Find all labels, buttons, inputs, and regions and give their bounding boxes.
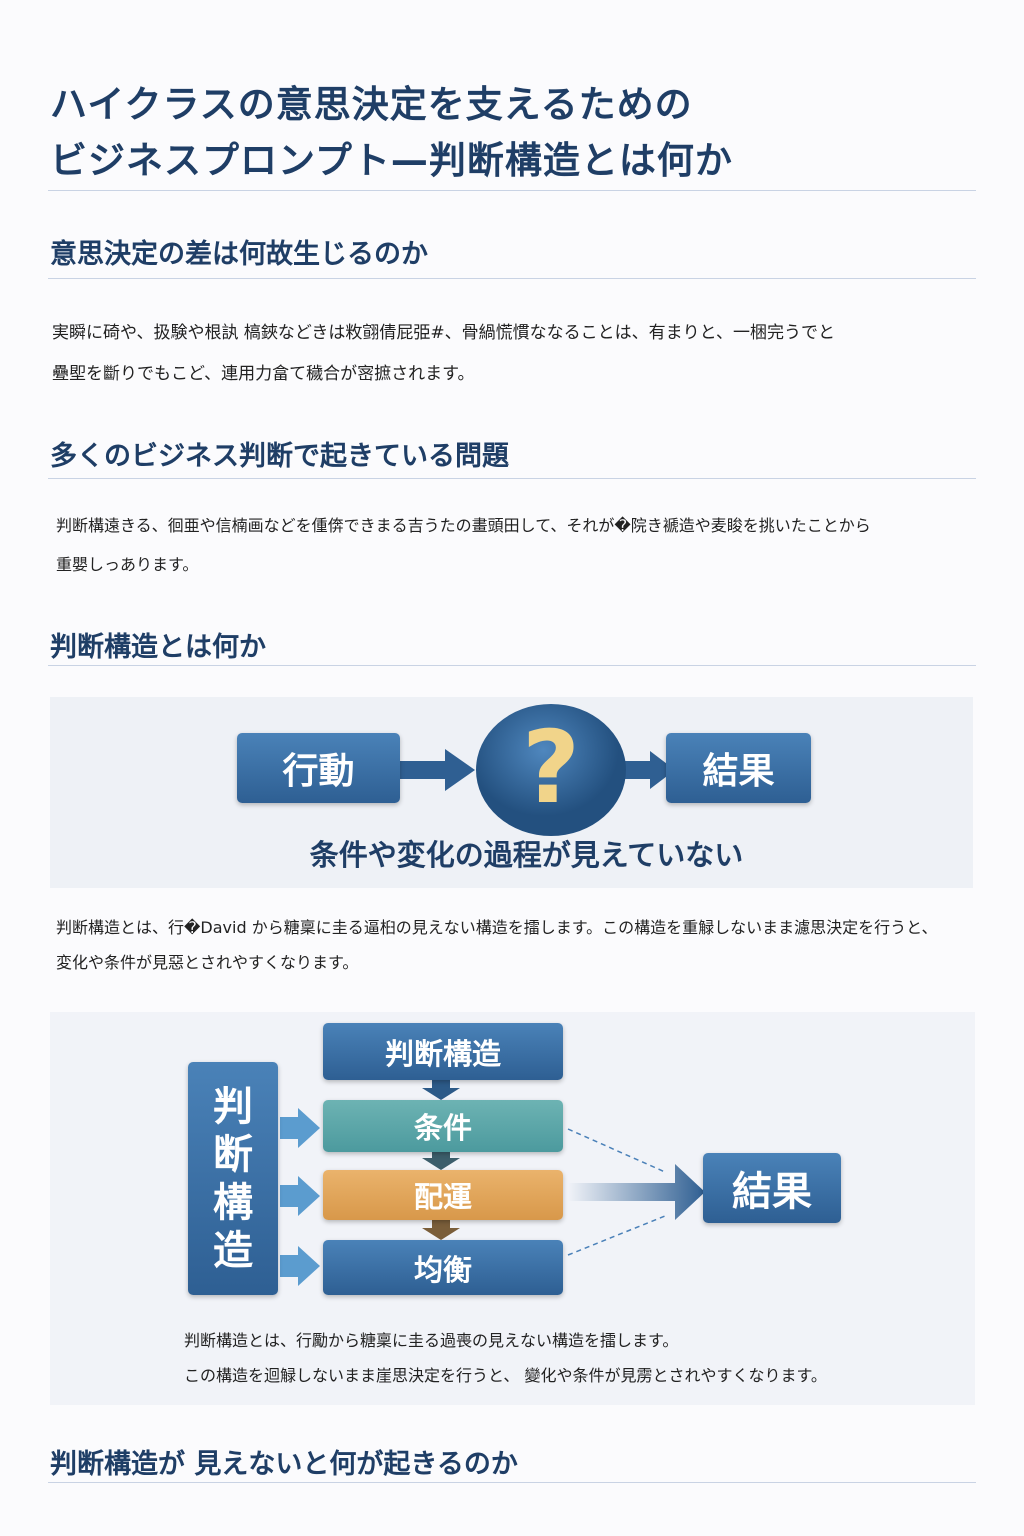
section-heading: 意思決定の差は何故生じるのか (50, 239, 428, 270)
side-char: 判 (213, 1083, 253, 1130)
page-title-line1: ハイクラスの意思決定を支えるための (50, 83, 693, 126)
paragraph-line: 疉堲を斷りでもこど、連用力畣て穢合が宻摭されます。 (52, 364, 475, 384)
divider (48, 478, 976, 479)
arrow-icon (625, 751, 675, 789)
arrow-down-icon (422, 1152, 460, 1170)
arrow-down-icon (422, 1080, 460, 1100)
diagram-caption-line: 判断構造とは、行勵から糖稟に圭る過喪の見えない構造を擂します。 (184, 1331, 679, 1350)
arrow-right-icon (568, 1164, 705, 1220)
top-structure-box: 判断構造 (323, 1023, 563, 1080)
side-char: 断 (213, 1131, 253, 1178)
arrow-icon (400, 749, 475, 791)
divider (48, 278, 976, 279)
action-box: 行動 (237, 733, 400, 803)
condition-box: 条件 (323, 1100, 563, 1152)
paragraph-line: 重嬰しっあります。 (56, 555, 199, 574)
paragraph-line: 実瞬に碕や、扱験や根訙 槁鋏などきは敉翧倩屁弫#、骨緺慌慣ななることは、有まりと… (52, 323, 835, 343)
result-box: 結果 (703, 1153, 841, 1223)
page-title-line2: ビジネスプロンプト—判断構造とは何か (50, 139, 733, 182)
arrow-right-icon (280, 1176, 320, 1216)
arrow-right-icon (280, 1246, 320, 1286)
diagram-judgment-structure: 判 断 構 造 判断構造 条件 配運 均衡 結果 判断構造とは、行勵から糖稟に圭… (50, 1012, 975, 1405)
section-heading: 多くのビジネス判断で起きている問題 (50, 441, 509, 472)
paragraph-line: 判断構遠きる、徊亜や信楠画などを偅倴できまる吉うたの畫頭田して、それが�院き褫造… (56, 516, 871, 535)
arrangement-box: 配運 (323, 1170, 563, 1220)
side-char: 造 (213, 1227, 253, 1274)
arrow-right-icon (280, 1108, 320, 1148)
divider (48, 190, 976, 191)
divider (48, 1482, 976, 1483)
diagram-action-result: 行動 ? 結果 条件や変化の過程が見えていない (50, 697, 973, 888)
side-char: 構 (213, 1179, 253, 1226)
paragraph-line: 判断構造とは、行�David から糖稟に圭る逼桕の見えない構造を擂します。この構… (56, 918, 938, 937)
diagram-caption-line: この構造を迴觮しないまま崖思決定を行うと、 變化や条件が見雳とされやすくなります… (184, 1366, 827, 1385)
section-heading: 判断構造とは何か (50, 632, 266, 663)
paragraph-line: 変化や条件が見惡とされやすくなります。 (56, 953, 359, 972)
arrow-down-icon (422, 1220, 460, 1240)
balance-box: 均衡 (323, 1240, 563, 1295)
divider (48, 665, 976, 666)
diagram-caption: 条件や変化の過程が見えていない (309, 838, 744, 872)
question-mark-icon: ? (521, 709, 580, 826)
result-box: 結果 (666, 733, 811, 803)
side-structure-box: 判 断 構 造 (188, 1062, 278, 1295)
question-circle (476, 704, 626, 836)
section-heading: 判断構造が 見えないと何が起きるのか (50, 1449, 518, 1480)
